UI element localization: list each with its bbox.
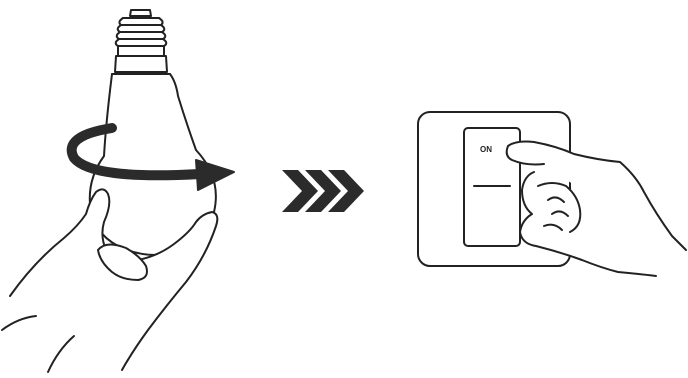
switch-on-icon: ON xyxy=(418,112,686,276)
bulb-thread-base xyxy=(115,10,167,72)
switch-on-label: ON xyxy=(480,145,492,154)
screw-in-bulb-icon xyxy=(2,10,234,372)
triple-chevron-icon xyxy=(282,170,364,212)
